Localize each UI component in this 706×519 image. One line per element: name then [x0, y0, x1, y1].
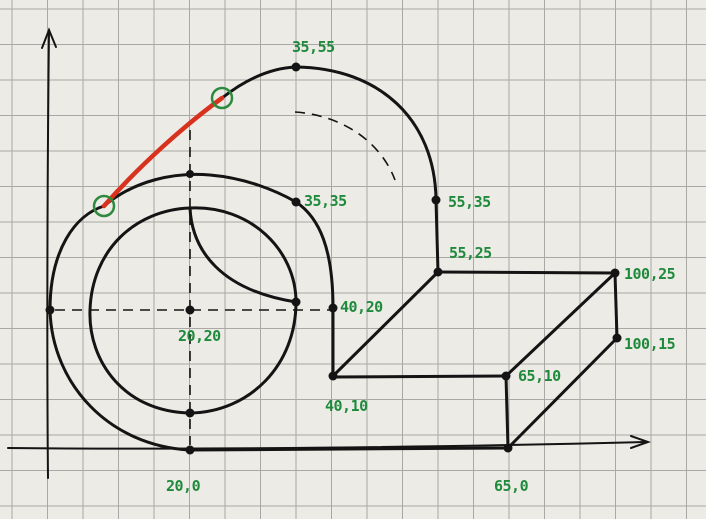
line-100-15-to-65-0	[506, 336, 619, 450]
outer-arc-left	[48, 204, 192, 452]
label-20-20: 20,20	[178, 327, 221, 345]
line-100-25-to-65-10	[504, 271, 617, 378]
label-40-10: 40,10	[325, 397, 368, 415]
x-axis-arrow	[630, 435, 652, 449]
dot-35-55	[291, 62, 301, 72]
label-55-25: 55,25	[449, 244, 492, 262]
line-55-25-to-100-25	[436, 270, 617, 275]
x-axis	[7, 441, 646, 450]
tangent-point-lower	[92, 194, 116, 218]
dot-20-20	[185, 305, 195, 315]
tangent-point-markers	[92, 86, 234, 218]
tangent-point-upper	[210, 86, 234, 110]
dot-65-0	[503, 443, 513, 453]
y-axis-arrow	[41, 27, 57, 49]
dot-65-10	[501, 371, 511, 381]
label-35-55: 35,55	[292, 38, 335, 56]
label-55-35: 55,35	[448, 193, 491, 211]
line-40-10-to-55-25	[331, 270, 440, 378]
dot-55-25	[433, 267, 443, 277]
dot-left-axis	[45, 305, 55, 315]
dot-inner-right	[291, 297, 301, 307]
middle-arc	[102, 172, 298, 208]
dot-55-35	[431, 195, 441, 205]
dot-100-15	[612, 333, 622, 343]
label-100-25: 100,25	[624, 265, 676, 283]
y-axis	[46, 29, 50, 479]
dot-40-10	[328, 371, 338, 381]
dot-100-25	[610, 268, 620, 278]
label-65-0: 65,0	[494, 477, 529, 495]
dot-upper-mid	[186, 170, 194, 178]
label-20-0: 20,0	[166, 477, 201, 495]
line-40-10-to-65-10	[331, 374, 508, 379]
highlight-segment	[101, 95, 225, 209]
axes	[7, 27, 652, 479]
outer-arc-top	[220, 65, 438, 202]
curve-to-40-20	[294, 200, 335, 310]
label-65-10: 65,10	[518, 367, 561, 385]
dot-35-35	[291, 197, 301, 207]
dot-40-20	[328, 303, 338, 313]
inner-arc-to-40-20	[188, 206, 298, 304]
dot-inner-bottom	[185, 408, 195, 418]
coordinate-labels: 35,55 35,35 55,35 55,25 100,25 100,15 40…	[166, 38, 676, 495]
label-100-15: 100,15	[624, 335, 676, 353]
dot-20-0	[185, 445, 195, 455]
label-35-35: 35,35	[304, 192, 347, 210]
line-100-25-to-100-15	[613, 271, 619, 340]
label-40-20: 40,20	[340, 298, 383, 316]
right-vertical-upper	[434, 198, 440, 274]
line-65-10-to-65-0	[504, 374, 510, 450]
vertex-dots	[45, 62, 622, 455]
base-line-20-0-to-65-0	[188, 446, 510, 452]
